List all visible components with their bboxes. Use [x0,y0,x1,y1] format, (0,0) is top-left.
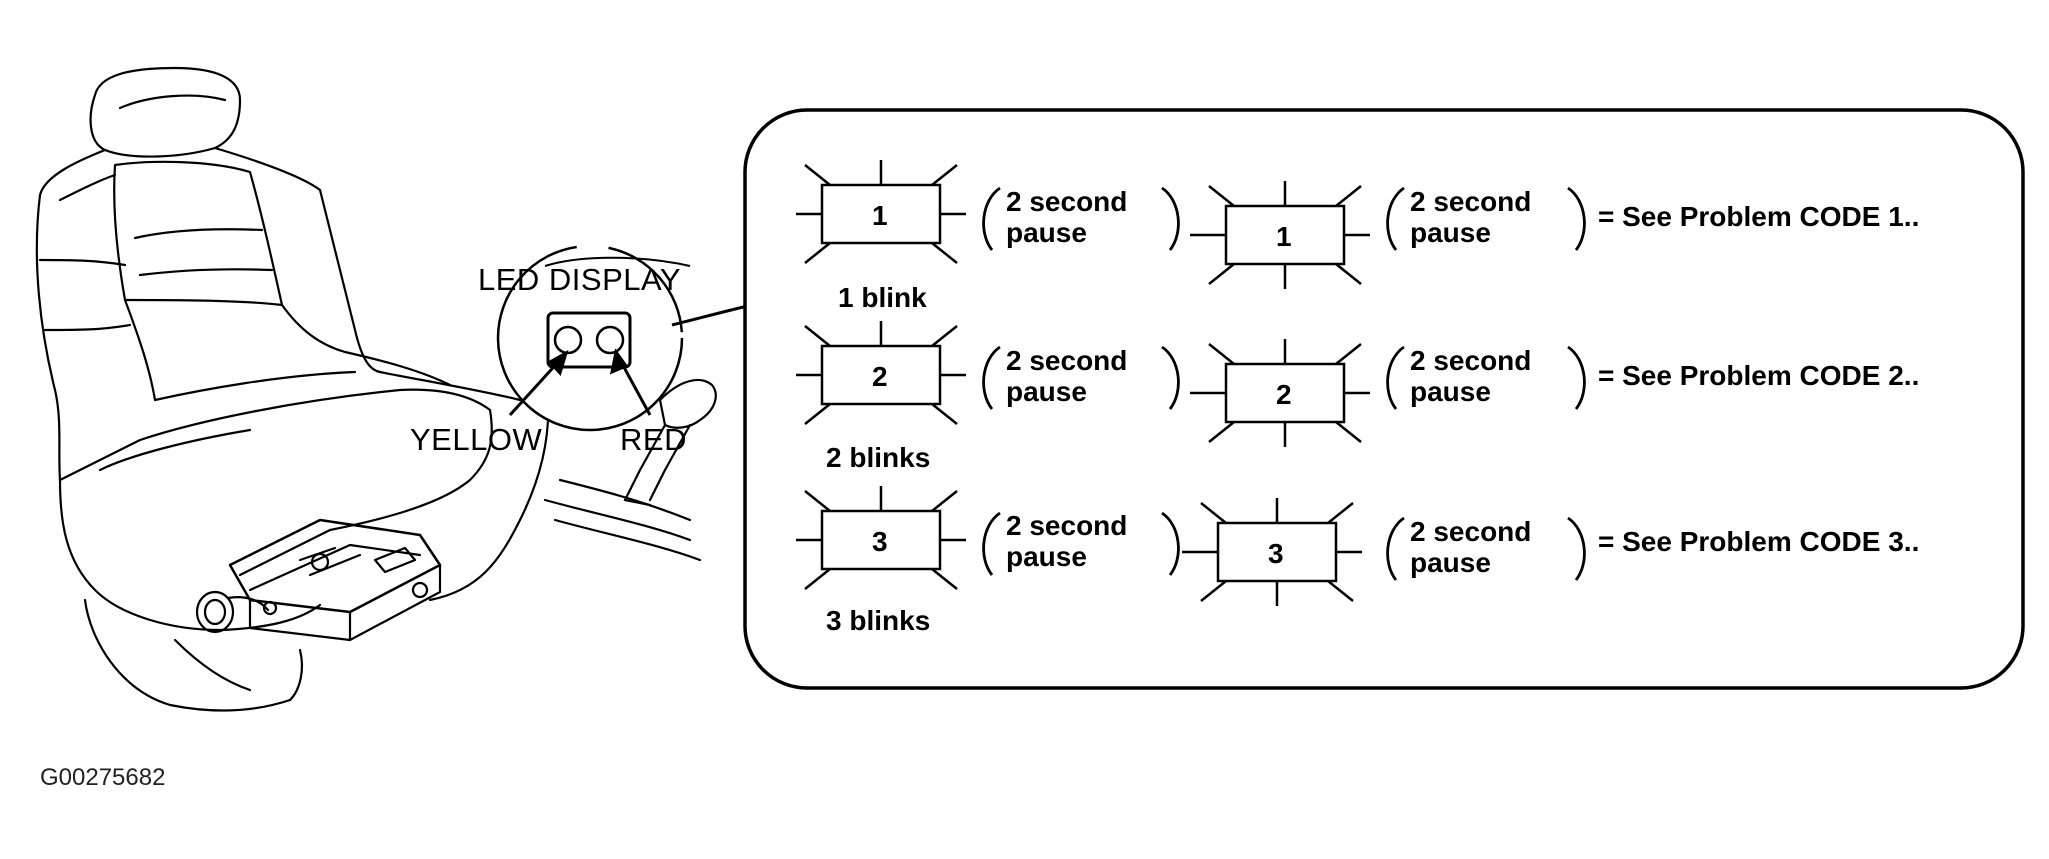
pause-2b-line1: 2 second [1410,345,1531,376]
blinks-label-3: 3 blinks [826,605,930,636]
code-digit-2b: 2 [1276,379,1292,410]
code-row-3: 3 3 blinks 2 second pause 3 2 second pau… [796,486,1919,636]
yellow-arrow [508,358,562,417]
red-led [595,325,625,355]
headrest-line [118,94,227,110]
code-digit-1a: 1 [872,200,888,231]
code-digit-3a: 3 [872,526,888,557]
pause-3b-line2: pause [1410,547,1491,578]
blink-box-3a [796,486,966,590]
code-row-1: 1 1 blink 2 second pause 1 2 second paus… [796,160,1919,313]
pause-3b-line1: 2 second [1410,516,1531,547]
pause-2b-line2: pause [1410,376,1491,407]
result-3: = See Problem CODE 3.. [1598,526,1919,557]
blink-code-panel [743,108,2025,690]
result-2: = See Problem CODE 2.. [1598,360,1919,391]
blinks-label-1: 1 blink [838,282,927,313]
blink-box-1b [1190,181,1370,289]
led-display-label: LED DISPLAY [478,262,681,297]
pause-1b-line2: pause [1410,217,1491,248]
pause-1a-line2: pause [1006,217,1087,248]
recliner-knob [195,590,235,634]
code-row-2: 2 2 blinks 2 second pause 2 2 second pau… [796,321,1919,473]
red-label: RED [620,422,687,457]
code-digit-3b: 3 [1268,538,1284,569]
pause-2a-line1: 2 second [1006,345,1127,376]
blink-box-3b [1182,498,1362,606]
pause-3a-line2: pause [1006,541,1087,572]
control-module [228,518,442,642]
figure-id: G00275682 [40,764,166,791]
pause-2a-line2: pause [1006,376,1087,407]
pause-1a-line1: 2 second [1006,186,1127,217]
pause-1b-line1: 2 second [1410,186,1531,217]
seat-illustration [35,66,717,712]
yellow-label: YELLOW [410,422,542,457]
backrest-inner [113,160,284,307]
seat-headrest [89,66,242,158]
blink-box-1a [796,160,966,264]
seat-cushion [58,388,493,632]
blink-box-2a [796,321,966,425]
blink-box-2b [1190,339,1370,447]
gear-shifter [623,378,717,507]
callout-leader [671,303,753,327]
pause-3a-line1: 2 second [1006,510,1127,541]
code-digit-2a: 2 [872,361,888,392]
seat-backrest [35,146,382,482]
red-arrow [618,359,652,416]
result-1: = See Problem CODE 1.. [1598,201,1919,232]
code-digit-1b: 1 [1276,221,1292,252]
led-display-callout: LED DISPLAY YELLOW RED [410,244,753,457]
blinks-label-2: 2 blinks [826,442,930,473]
yellow-led [553,325,583,355]
